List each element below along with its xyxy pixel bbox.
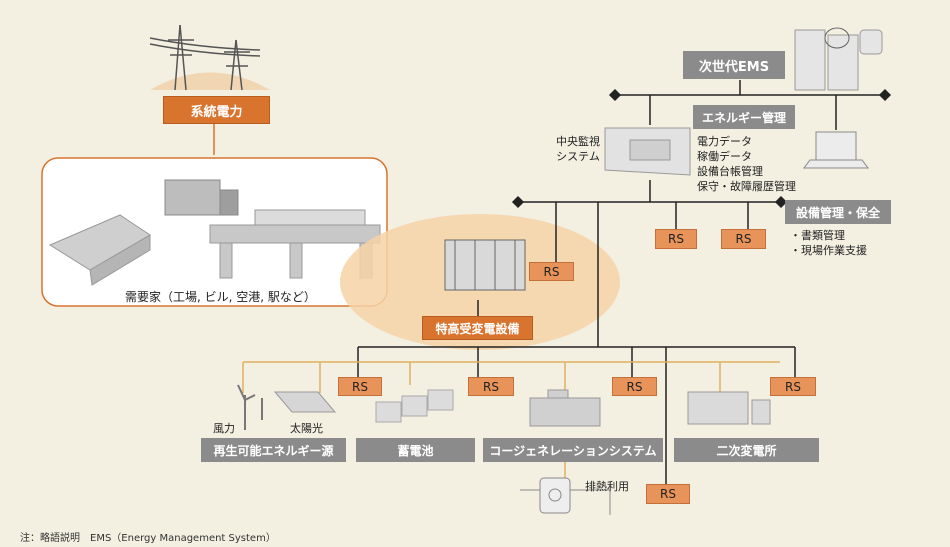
transmission-tower-icon xyxy=(149,24,261,91)
maintenance-label: 設備管理・保全 xyxy=(785,200,891,224)
exhaust-heat-label: 排熱利用 xyxy=(585,480,629,493)
battery-label: 蓄電池 xyxy=(356,438,475,462)
secondary-substation-label: 二次変電所 xyxy=(674,438,819,462)
battery-icon xyxy=(375,389,454,423)
energy-mgmt-list: 電力データ 稼働データ 設備台帳管理 保守・故障履歴管理 xyxy=(697,134,796,194)
tower-glow xyxy=(150,72,270,90)
factory-illustration xyxy=(48,214,151,286)
central-label-line: 中央監視 xyxy=(556,135,600,148)
central-monitoring-label: 中央監視 システム xyxy=(556,134,600,164)
energy-mgmt-item: 稼働データ xyxy=(697,150,752,163)
laptop-icon xyxy=(803,131,869,169)
heat-exchanger-icon xyxy=(520,477,611,515)
wind-turbine-icon xyxy=(237,384,263,430)
cogeneration-icon xyxy=(529,389,601,427)
rs-box: RS xyxy=(468,377,514,396)
rs-box: RS xyxy=(770,377,816,396)
building-illustration xyxy=(164,179,239,216)
substation-illustration xyxy=(444,239,526,291)
rs-box: RS xyxy=(338,377,382,396)
grid-power-label: 系統電力 xyxy=(163,96,270,124)
wind-label: 風力 xyxy=(213,422,235,435)
energy-mgmt-item: 設備台帳管理 xyxy=(697,165,763,178)
monitor-console-icon xyxy=(604,127,691,176)
energy-mgmt-label: エネルギー管理 xyxy=(693,105,795,129)
maintenance-list: ・書類管理 ・現場作業支援 xyxy=(790,228,867,258)
rs-box: RS xyxy=(721,229,766,249)
renewable-label: 再生可能エネルギー源 xyxy=(201,438,346,462)
solar-panel-icon xyxy=(273,391,337,413)
rs-box: RS xyxy=(529,262,574,281)
secondary-substation-icon xyxy=(687,391,771,425)
rs-box: RS xyxy=(655,229,697,249)
consumer-label: 需要家（工場, ビル, 空港, 駅など） xyxy=(125,290,316,304)
cogeneration-label: コージェネレーションシステム xyxy=(483,438,663,462)
rs-box: RS xyxy=(646,484,690,504)
server-icon xyxy=(794,27,883,91)
energy-mgmt-item: 保守・故障履歴管理 xyxy=(697,180,796,193)
footnote: 注：略語説明 EMS（Energy Management System） xyxy=(20,533,276,544)
rs-box: RS xyxy=(612,377,657,396)
substation-label: 特高受変電設備 xyxy=(422,316,533,340)
energy-mgmt-item: 電力データ xyxy=(697,135,752,148)
maintenance-item: ・書類管理 xyxy=(790,229,845,242)
ems-label: 次世代EMS xyxy=(683,51,785,79)
maintenance-item: ・現場作業支援 xyxy=(790,244,867,257)
solar-label: 太陽光 xyxy=(290,422,323,435)
central-label-line: システム xyxy=(556,150,600,163)
